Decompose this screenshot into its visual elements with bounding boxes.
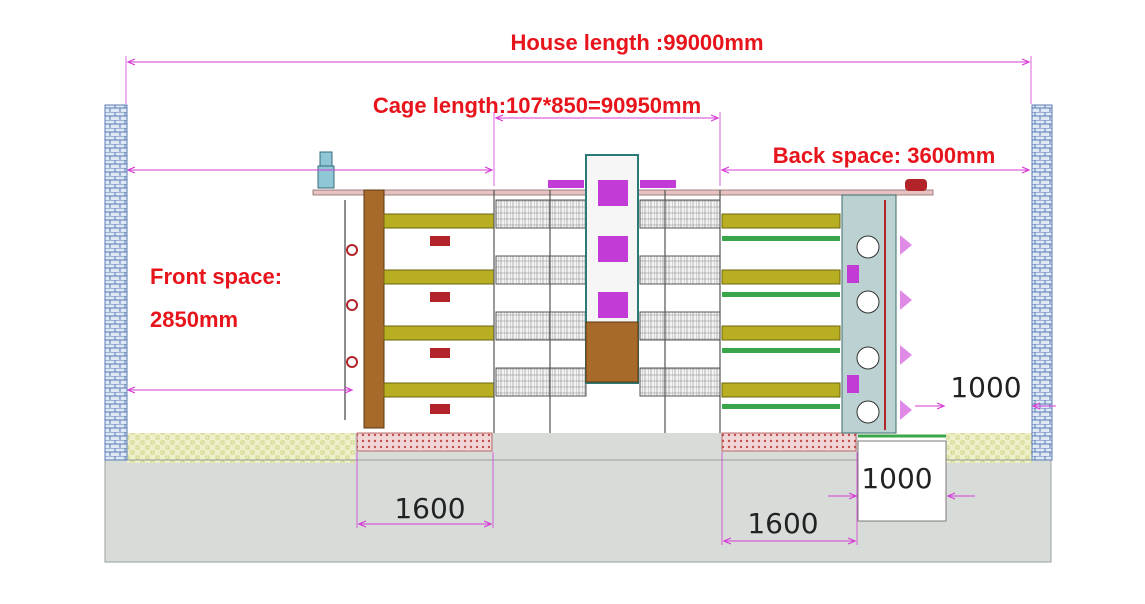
- extension-lines: [125, 56, 1032, 545]
- front-space-label-line1: Front space:: [150, 264, 282, 289]
- manure-pit-depth-label: 1000: [861, 462, 932, 495]
- pit-front-width-label: 1600: [394, 492, 465, 525]
- front-manure-grate: [356, 432, 493, 452]
- tier-4: [383, 367, 841, 414]
- front-feeder-column: [344, 189, 385, 429]
- cage-posts: [493, 190, 721, 433]
- manure-pit-width-label: 1000: [950, 371, 1021, 404]
- center-feed-tower: [548, 154, 676, 384]
- dimension-lines: [128, 62, 1056, 541]
- cage-tiers: [383, 199, 841, 414]
- tier-2: [383, 255, 841, 302]
- cage-length-label: Cage length:107*850=90950mm: [373, 93, 701, 118]
- manure-pit: [857, 434, 947, 522]
- right-wall: [1031, 104, 1053, 461]
- back-space-label: Back space: 3600mm: [773, 143, 996, 168]
- house-length-label: House length :99000mm: [510, 30, 763, 55]
- back-manure-grate: [721, 432, 857, 452]
- front-space-label-line2: 2850mm: [150, 307, 238, 332]
- left-wall: [104, 104, 128, 461]
- pit-back-width-label: 1600: [747, 507, 818, 540]
- tier-1: [383, 199, 841, 246]
- tier-3: [383, 311, 841, 358]
- drive-unit: [841, 194, 912, 434]
